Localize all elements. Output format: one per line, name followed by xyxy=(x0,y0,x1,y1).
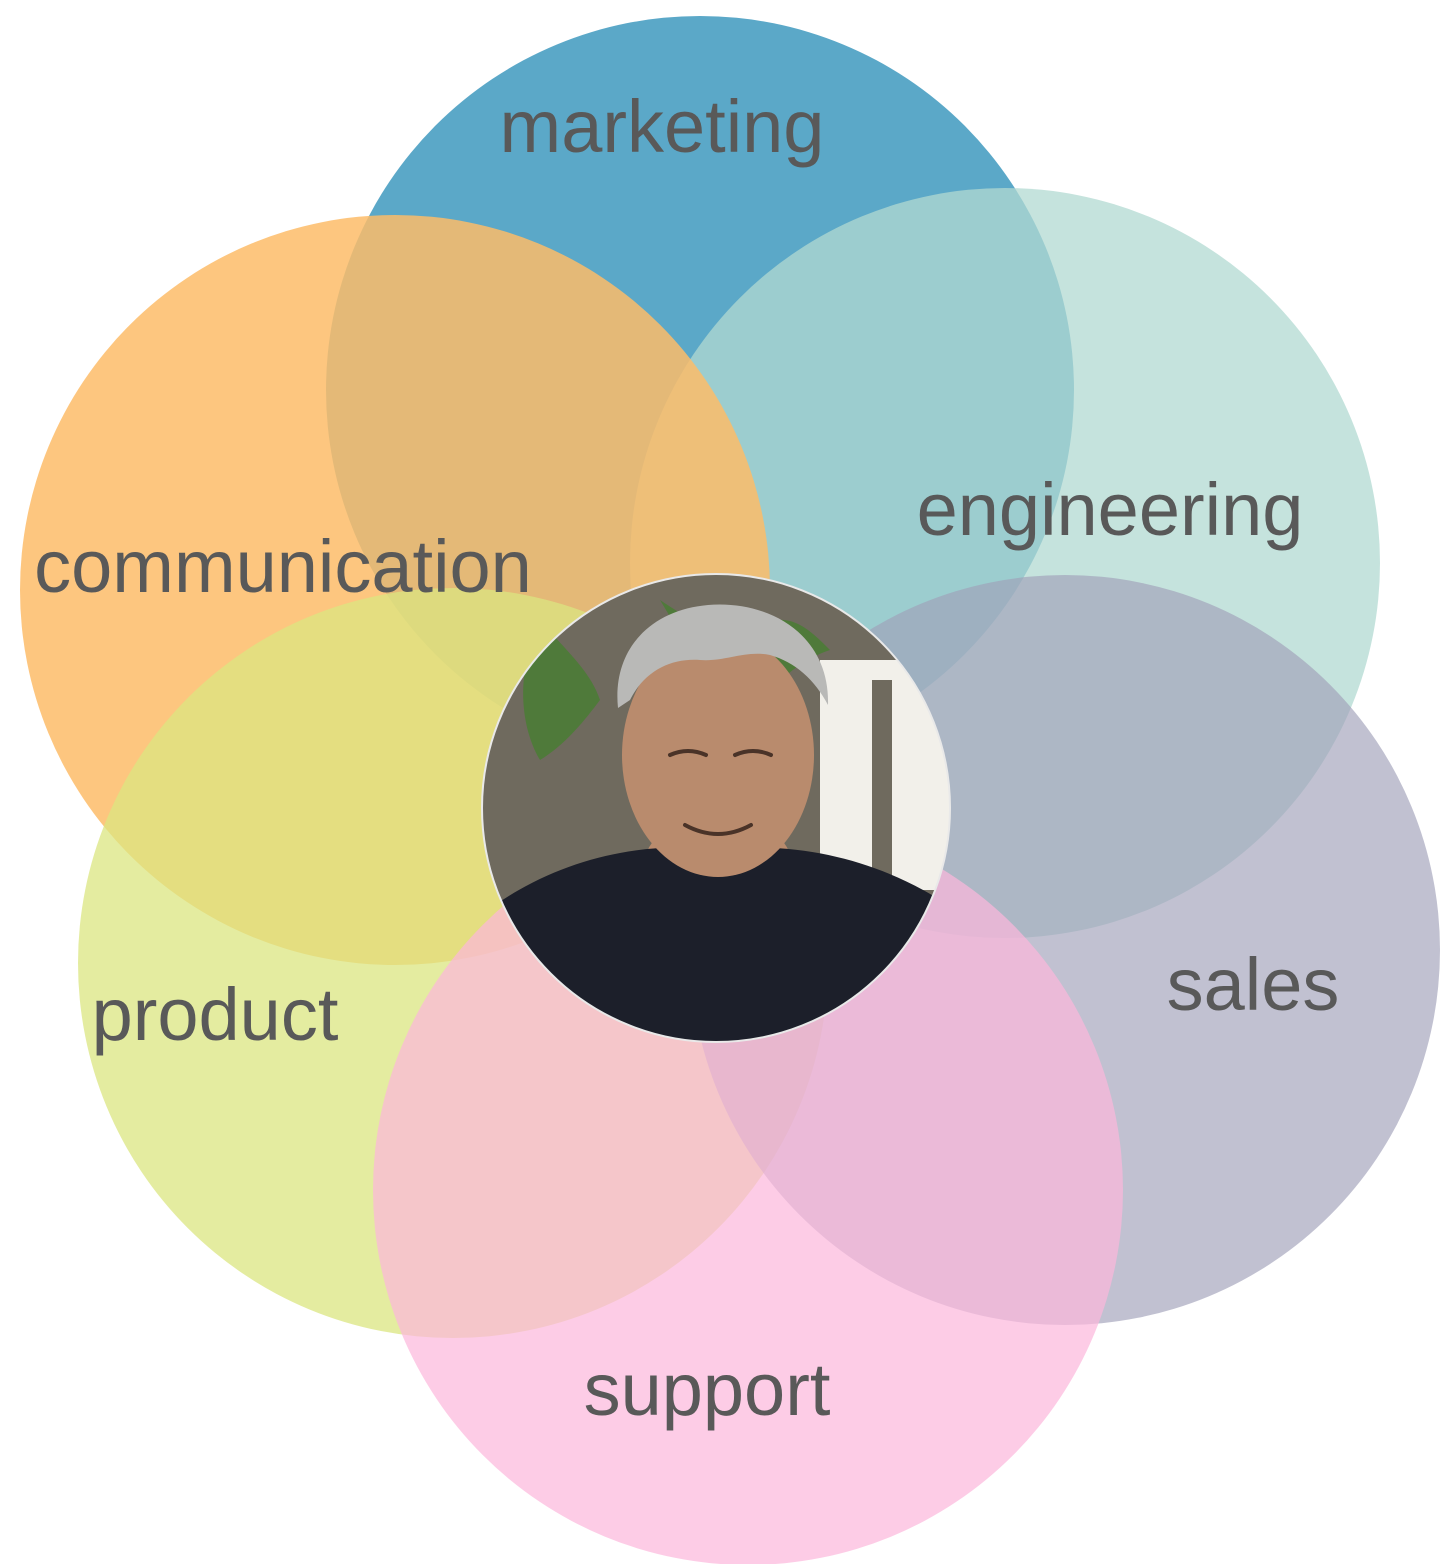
label-support: support xyxy=(584,1348,831,1431)
label-engineering: engineering xyxy=(917,468,1304,551)
label-marketing: marketing xyxy=(500,85,825,168)
label-sales: sales xyxy=(1167,943,1340,1026)
portrait-frame xyxy=(481,573,951,1043)
circle-support xyxy=(373,815,1123,1564)
label-product: product xyxy=(92,973,339,1056)
label-communication: communication xyxy=(34,525,532,608)
